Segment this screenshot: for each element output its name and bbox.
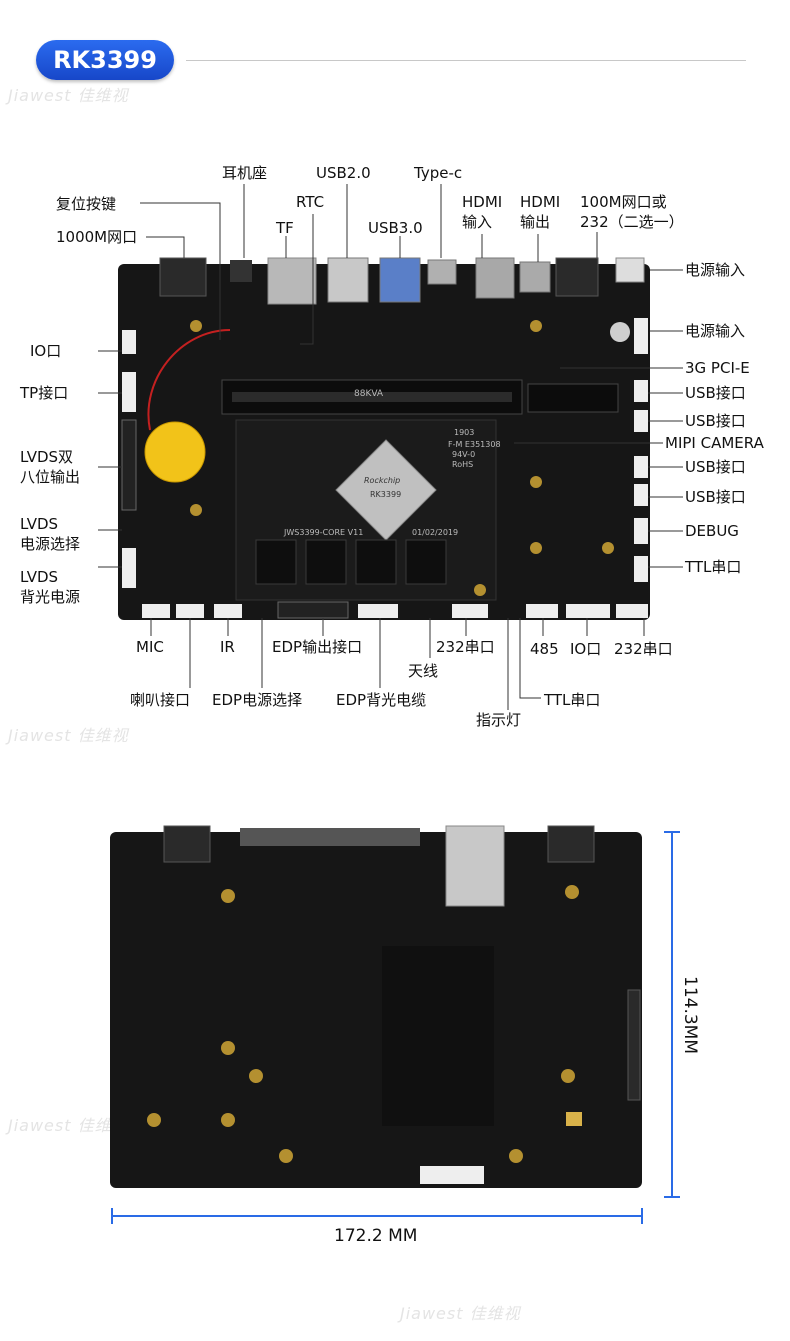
pcie-slot: [527, 383, 619, 413]
hdmi-out-port: [519, 261, 551, 293]
label-ttl-right: TTL串口: [685, 558, 742, 576]
label-ir: IR: [220, 638, 235, 656]
label-antenna: 天线: [408, 662, 439, 680]
label-io-bottom: IO口: [570, 640, 602, 658]
label-rs232-2: 232串口: [614, 640, 673, 658]
soc-brand: Rockchip: [364, 476, 401, 485]
lvds-backlight-connector: [122, 548, 136, 588]
ethernet-100m-port: [555, 257, 599, 297]
label-tf: TF: [276, 219, 294, 237]
soc-model: RK3399: [370, 490, 402, 499]
io-connector: [122, 330, 136, 354]
label-hdmi-out: HDMI 输出: [520, 193, 561, 231]
label-mipi: MIPI CAMERA: [665, 434, 764, 452]
watermark: Jiawest 佳维视: [8, 1116, 129, 1135]
label-rtc: RTC: [296, 193, 325, 211]
title-badge: RK3399: [36, 40, 174, 80]
label-power-in-2: 电源输入: [685, 322, 746, 340]
tf-slot: [267, 257, 317, 305]
back-board: [110, 832, 642, 1188]
date-label: 01/02/2019: [412, 528, 459, 537]
watermark: Jiawest 佳维视: [8, 726, 129, 745]
chip-code: 94V-0: [452, 450, 476, 459]
label-usb30: USB3.0: [368, 219, 423, 237]
core-board-label: JWS3399-CORE V11: [284, 528, 364, 537]
label-usb-4: USB接口: [685, 488, 746, 506]
ethernet-1000m-port: [159, 257, 207, 297]
chip-code: 1903: [454, 428, 475, 437]
label-usb-1: USB接口: [685, 384, 746, 402]
label-rs485: 485: [530, 640, 559, 658]
label-speaker: 喇叭接口: [130, 691, 191, 709]
label-debug: DEBUG: [685, 522, 739, 540]
tp-connector: [122, 372, 136, 412]
label-eth-100m: 100M网口或 232（二选一）: [580, 193, 684, 231]
label-typec: Type-c: [414, 164, 463, 182]
label-pcie: 3G PCI-E: [685, 359, 750, 377]
label-edp-backlight: EDP背光电缆: [336, 691, 427, 709]
dimension-width: 172.2 MM: [334, 1226, 418, 1246]
label-indicator: 指示灯: [476, 711, 522, 729]
label-eth-1000m: 1000M网口: [56, 228, 138, 246]
label-headphone: 耳机座: [222, 164, 268, 182]
label-tp: TP接口: [20, 384, 69, 402]
label-power-in-1: 电源输入: [685, 261, 746, 279]
headphone-jack: [230, 260, 252, 282]
lvds-header: [121, 419, 137, 511]
label-lvds-dual: LVDS双 八位输出: [20, 448, 81, 486]
label-usb-2: USB接口: [685, 412, 746, 430]
ram-slot-mark: 88KVA: [354, 389, 384, 399]
header-divider: [186, 60, 746, 61]
label-lvds-power: LVDS 电源选择: [20, 515, 81, 553]
rohs-mark: RoHS: [452, 460, 474, 469]
label-edp-power: EDP电源选择: [212, 691, 303, 709]
watermark: Jiawest 佳维视: [8, 86, 129, 105]
watermark: Jiawest 佳维视: [400, 1304, 521, 1323]
label-reset: 复位按键: [56, 195, 117, 213]
label-hdmi-in: HDMI 输入: [462, 193, 503, 231]
power-jack: [615, 257, 645, 283]
label-io-left: IO口: [30, 342, 62, 360]
chip-code: F-M E351308: [448, 440, 501, 449]
label-usb20: USB2.0: [316, 164, 371, 182]
label-lvds-backlight: LVDS 背光电源: [20, 568, 81, 606]
label-rs232-1: 232串口: [436, 638, 495, 656]
typec-port: [427, 259, 457, 285]
hdmi-in-port: [475, 257, 515, 299]
usb30-port: [379, 257, 421, 303]
label-ttl-bottom: TTL串口: [544, 691, 601, 709]
dimension-height: 114.3MM: [680, 976, 700, 1055]
label-edp-out: EDP输出接口: [272, 638, 363, 656]
label-mic: MIC: [136, 638, 164, 656]
label-usb-3: USB接口: [685, 458, 746, 476]
usb20-port: [327, 257, 369, 303]
rtc-battery: [144, 421, 206, 483]
